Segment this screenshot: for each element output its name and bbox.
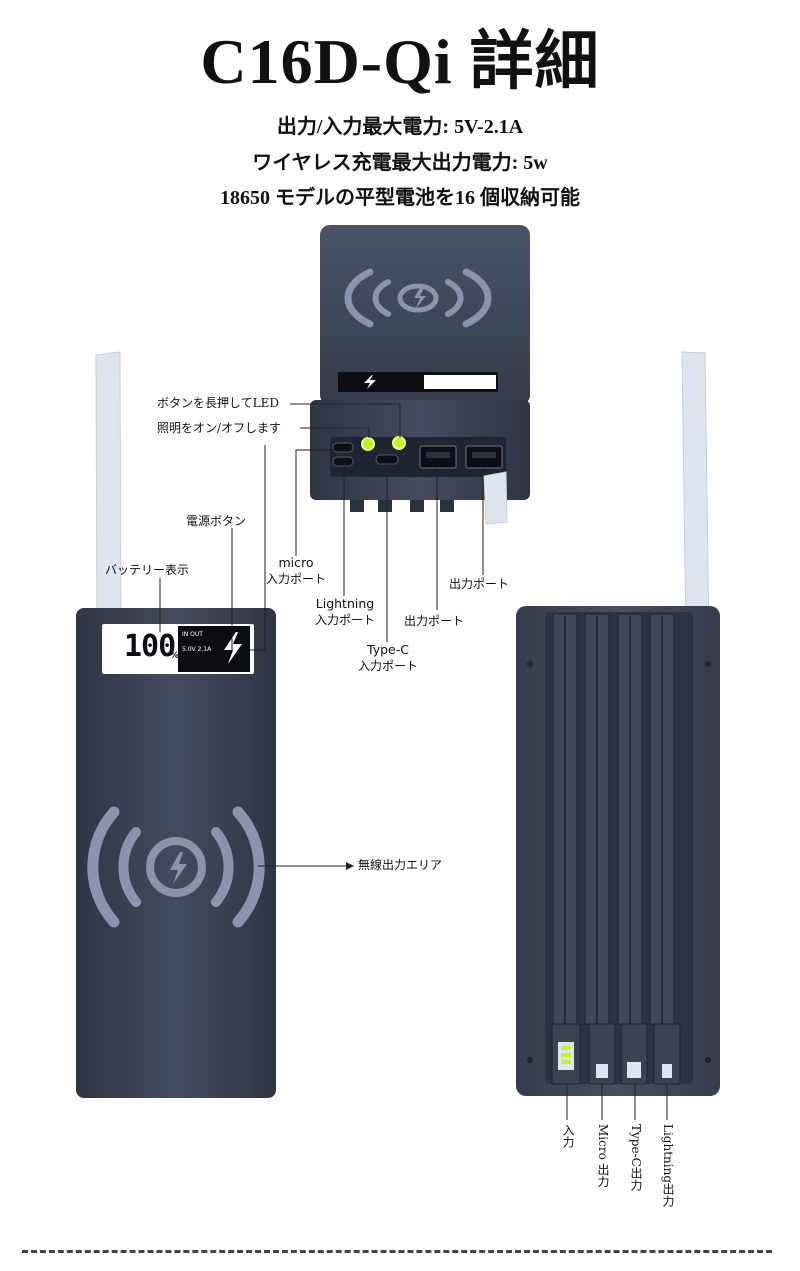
spec-line-2: ワイヤレス充電最大出力電力: 5w [252, 152, 548, 174]
micro-input-label: micro 入力ポート [265, 555, 326, 586]
typec-input-label: Type-C 入力ポート [357, 642, 418, 673]
percent-sign: % [170, 651, 180, 661]
cable-typec-label: Type-C出力 [629, 1124, 643, 1191]
page-title: C16D-Qi 詳細 [200, 26, 600, 97]
led-button-label-line2: 照明をオン/オフします [157, 421, 282, 435]
spec-line-1: 出力/入力最大電力: 5V-2.1A [276, 116, 524, 138]
battery-percent-display: 100 [124, 629, 176, 664]
top-device [310, 225, 530, 525]
cable-lightning-label: Lightning出力 [661, 1124, 675, 1208]
voltage-label: 5.0V 2.1A [182, 646, 212, 653]
battery-display-label: バッテリー表示 [105, 563, 190, 577]
power-button-label: 電源ボタン [186, 514, 247, 528]
wireless-area-label: 無線出力エリア [358, 858, 443, 872]
output-port-label-2: 出力ポート [449, 577, 510, 591]
right-strap [681, 351, 710, 641]
output-port-label-1: 出力ポート [404, 614, 465, 628]
left-strap [95, 351, 122, 641]
cable-input-label: 入力 [561, 1124, 575, 1148]
cable-micro-label: Micro 出力 [596, 1124, 610, 1188]
in-out-label: IN OUT [182, 631, 203, 638]
led-button-label-line1: ボタンを長押してLED [157, 396, 279, 410]
back-device [516, 606, 720, 1096]
spec-line-3: 18650 モデルの平型電池を16 個収納可能 [220, 187, 580, 209]
divider [22, 1250, 772, 1253]
lightning-input-label: Lightning 入力ポート [314, 596, 375, 627]
front-device [76, 608, 276, 1098]
